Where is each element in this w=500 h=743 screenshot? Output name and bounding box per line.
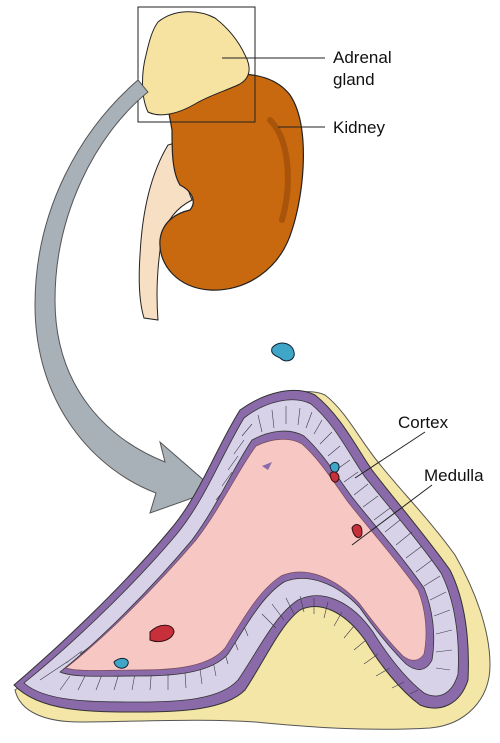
vein-blue-3 (114, 658, 128, 668)
adrenal-label-line2: gland (333, 70, 375, 89)
kidney-label: Kidney (333, 118, 385, 137)
adrenal-label-line1: Adrenal (333, 48, 392, 67)
cortex-label: Cortex (398, 413, 449, 432)
medulla-label: Medulla (424, 466, 484, 485)
vein-blue-2 (330, 462, 339, 472)
vein-blue-1 (272, 343, 295, 361)
